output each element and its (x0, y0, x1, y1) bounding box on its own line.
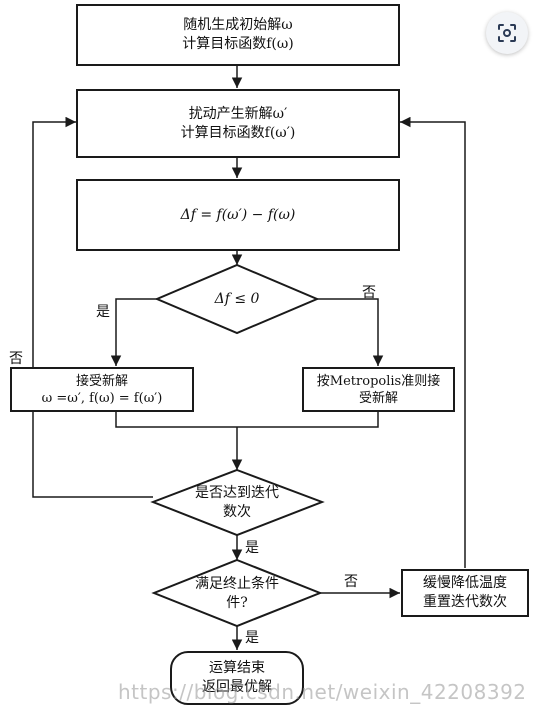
edge-label-yes-end: 是 (245, 630, 259, 646)
box-cool: 缓慢降低温度 重置迭代数次 (401, 569, 529, 617)
edge-label-no-loop: 否 (9, 351, 23, 367)
end-line2: 返回最优解 (202, 679, 272, 695)
arrow-cool-loop (400, 116, 466, 568)
init-line2: 计算目标函数f(ω) (182, 36, 294, 52)
edge-label-no-cool: 否 (344, 574, 358, 590)
cool-line1: 缓慢降低温度 (423, 575, 507, 591)
decision-delta-text: Δf ≤ 0 (214, 291, 260, 307)
edge-label-yes-continue: 是 (245, 540, 259, 556)
decision-stop-diamond (151, 558, 323, 628)
decision-iteration-text: 是否达到迭代 数次 (195, 485, 279, 520)
watermark: https://blog.csdn.net/weixin_42208392 (118, 680, 527, 704)
box-initialize: 随机生成初始解ω 计算目标函数f(ω) (76, 4, 400, 66)
box-metropolis: 按Metropolis准则接 受新解 (302, 367, 455, 412)
delta-formula: Δf = f(ω′) − f(ω) (180, 206, 296, 223)
decision-stop-text: 满足终止条件 件? (195, 576, 279, 611)
arrow-yes-to-accept (110, 298, 157, 366)
metropolis-line2: 受新解 (358, 390, 398, 406)
init-line1: 随机生成初始解ω (183, 17, 293, 33)
box-delta: Δf = f(ω′) − f(ω) (76, 179, 400, 251)
box-accept: 接受新解 ω =ω′, f(ω) = f(ω′) (10, 367, 194, 412)
decision-delta-diamond (154, 263, 320, 335)
edge-label-no-metropolis: 否 (362, 285, 376, 301)
visual-search-button[interactable] (486, 12, 528, 54)
scan-icon (498, 24, 516, 42)
perturb-line2: 计算目标函数f(ω′) (180, 124, 296, 141)
edge-label-yes-accept: 是 (96, 304, 110, 320)
box-perturb: 扰动产生新解ω′ 计算目标函数f(ω′) (76, 89, 400, 158)
decision-iteration-diamond (150, 468, 325, 537)
cool-line2: 重置迭代数次 (423, 594, 507, 610)
metropolis-line1: 按Metropolis准则接 (316, 373, 441, 389)
end-line1: 运算结束 (209, 660, 265, 676)
box-end: 运算结束 返回最优解 (170, 651, 304, 705)
arrow-iteration-no-loop (32, 116, 153, 498)
merge-line (115, 412, 379, 428)
arrow-no-to-metropolis (317, 298, 384, 366)
perturb-line1: 扰动产生新解ω′ (188, 105, 288, 122)
accept-line1: 接受新解 (75, 373, 128, 389)
accept-line2: ω =ω′, f(ω) = f(ω′) (41, 390, 163, 406)
